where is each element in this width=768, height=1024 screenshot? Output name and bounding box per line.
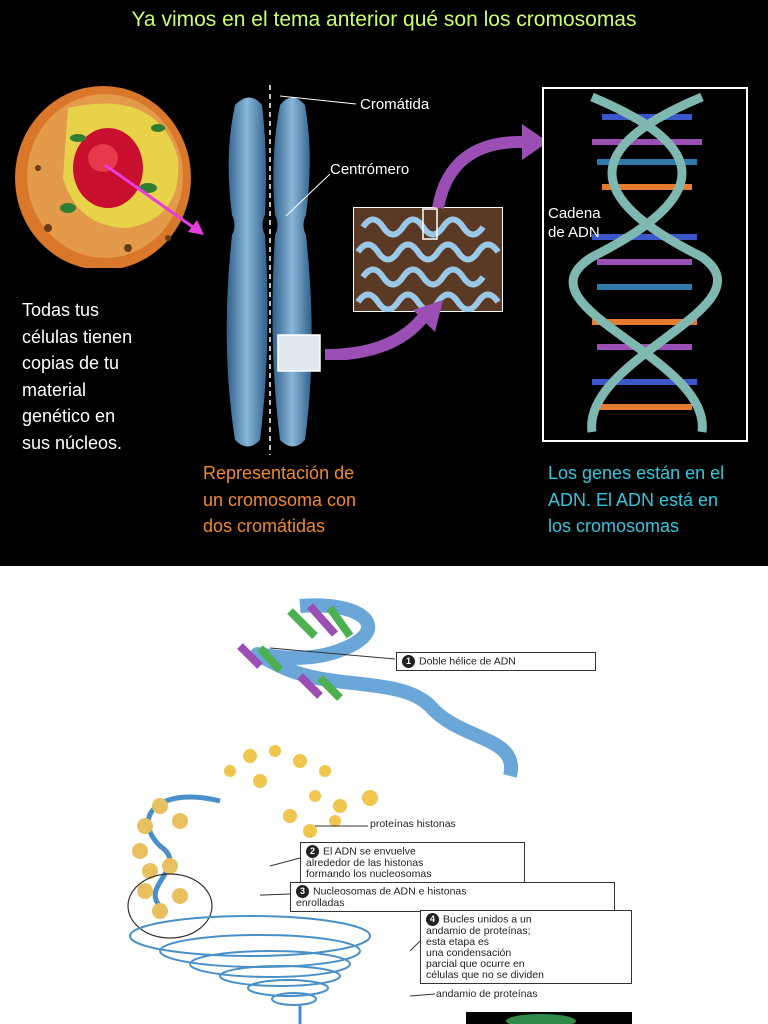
callout-doble-helice: 1 Doble hélice de ADN bbox=[396, 652, 596, 671]
callout-nucleosomas: 2 El ADN se envuelve alrededor de las his… bbox=[300, 842, 525, 883]
callout-text: El ADN se envuelve bbox=[323, 845, 416, 858]
chromatin-zoom-box bbox=[353, 207, 503, 312]
partial-image-bottom bbox=[466, 1012, 632, 1024]
cell-caption: Todas tus células tienen copias de tu ma… bbox=[22, 297, 132, 456]
callout-text: una condensación bbox=[426, 947, 512, 959]
callout-text: andamio de proteínas; bbox=[426, 925, 531, 937]
label-cadena-line: de ADN bbox=[548, 224, 600, 241]
label-centromero: Centrómero bbox=[330, 161, 410, 178]
label-cromatida: Cromátida bbox=[360, 96, 430, 113]
chromosome-caption-line: dos cromátidas bbox=[203, 516, 326, 536]
genes-caption-line: Los genes están en el bbox=[548, 463, 725, 483]
callout-text: Bucles unidos a un bbox=[443, 913, 532, 926]
callout-text: células que no se dividen bbox=[426, 969, 544, 981]
genes-caption-line: los cromosomas bbox=[548, 516, 680, 536]
zoom-arrow-upper bbox=[432, 124, 548, 210]
callout-leader-lines bbox=[260, 647, 436, 997]
callout-enrolladas: 3 Nucleosomas de ADN e histonas enrollada… bbox=[290, 882, 615, 912]
label-cadena-adn: Cadena de ADN bbox=[548, 204, 601, 242]
dna-condensation-illustration bbox=[127, 598, 519, 1024]
step-number-badge: 2 bbox=[306, 845, 319, 858]
dna-helix-box bbox=[542, 87, 748, 442]
genes-caption-line: ADN. El ADN está en bbox=[548, 489, 719, 510]
cell-caption-line: Todas tus bbox=[22, 300, 100, 320]
callout-text: alrededor de las histonas bbox=[306, 857, 424, 869]
chromosome-illustration bbox=[226, 85, 321, 455]
cell-caption-line: material bbox=[22, 379, 87, 400]
slide-title: Ya vimos en el tema anterior qué son los… bbox=[131, 8, 637, 31]
label-leader-lines bbox=[280, 95, 357, 217]
cell-caption-line: células tienen bbox=[22, 326, 133, 347]
step-number-badge: 3 bbox=[296, 885, 309, 898]
chromosome-caption-line: Representación de bbox=[203, 463, 355, 483]
cell-arrow bbox=[104, 163, 204, 235]
callout-text: formando los nucleosomas bbox=[306, 868, 432, 880]
callout-text: enrolladas bbox=[296, 897, 345, 909]
zoom-arrow-lower bbox=[325, 300, 443, 360]
label-cadena-line: Cadena bbox=[548, 205, 601, 222]
callout-text: esta etapa es bbox=[426, 936, 490, 948]
callout-text: Doble hélice de ADN bbox=[419, 655, 516, 668]
label-proteinas-histonas: proteínas histonas bbox=[370, 818, 456, 830]
cell-caption-line: copias de tu bbox=[22, 353, 120, 373]
callout-text: Nucleosomas de ADN e histonas bbox=[313, 885, 467, 898]
step-number-badge: 4 bbox=[426, 913, 439, 926]
step-number-badge: 1 bbox=[402, 655, 415, 668]
cell-caption-line: sus núcleos. bbox=[22, 432, 123, 453]
callout-bucles: 4 Bucles unidos a un andamio de proteínas… bbox=[420, 910, 632, 984]
label-andamio-proteinas: andamio de proteínas bbox=[436, 988, 538, 1000]
top-panel: Ya vimos en el tema anterior qué son los… bbox=[0, 0, 768, 566]
chromosome-caption-line: un cromosoma con bbox=[203, 489, 357, 510]
genes-caption: Los genes están en el ADN. El ADN está e… bbox=[548, 460, 724, 540]
cell-caption-line: genético en bbox=[22, 406, 116, 426]
chromosome-caption: Representación de un cromosoma con dos c… bbox=[203, 460, 356, 540]
callout-text: parcial que ocurre en bbox=[426, 958, 525, 970]
